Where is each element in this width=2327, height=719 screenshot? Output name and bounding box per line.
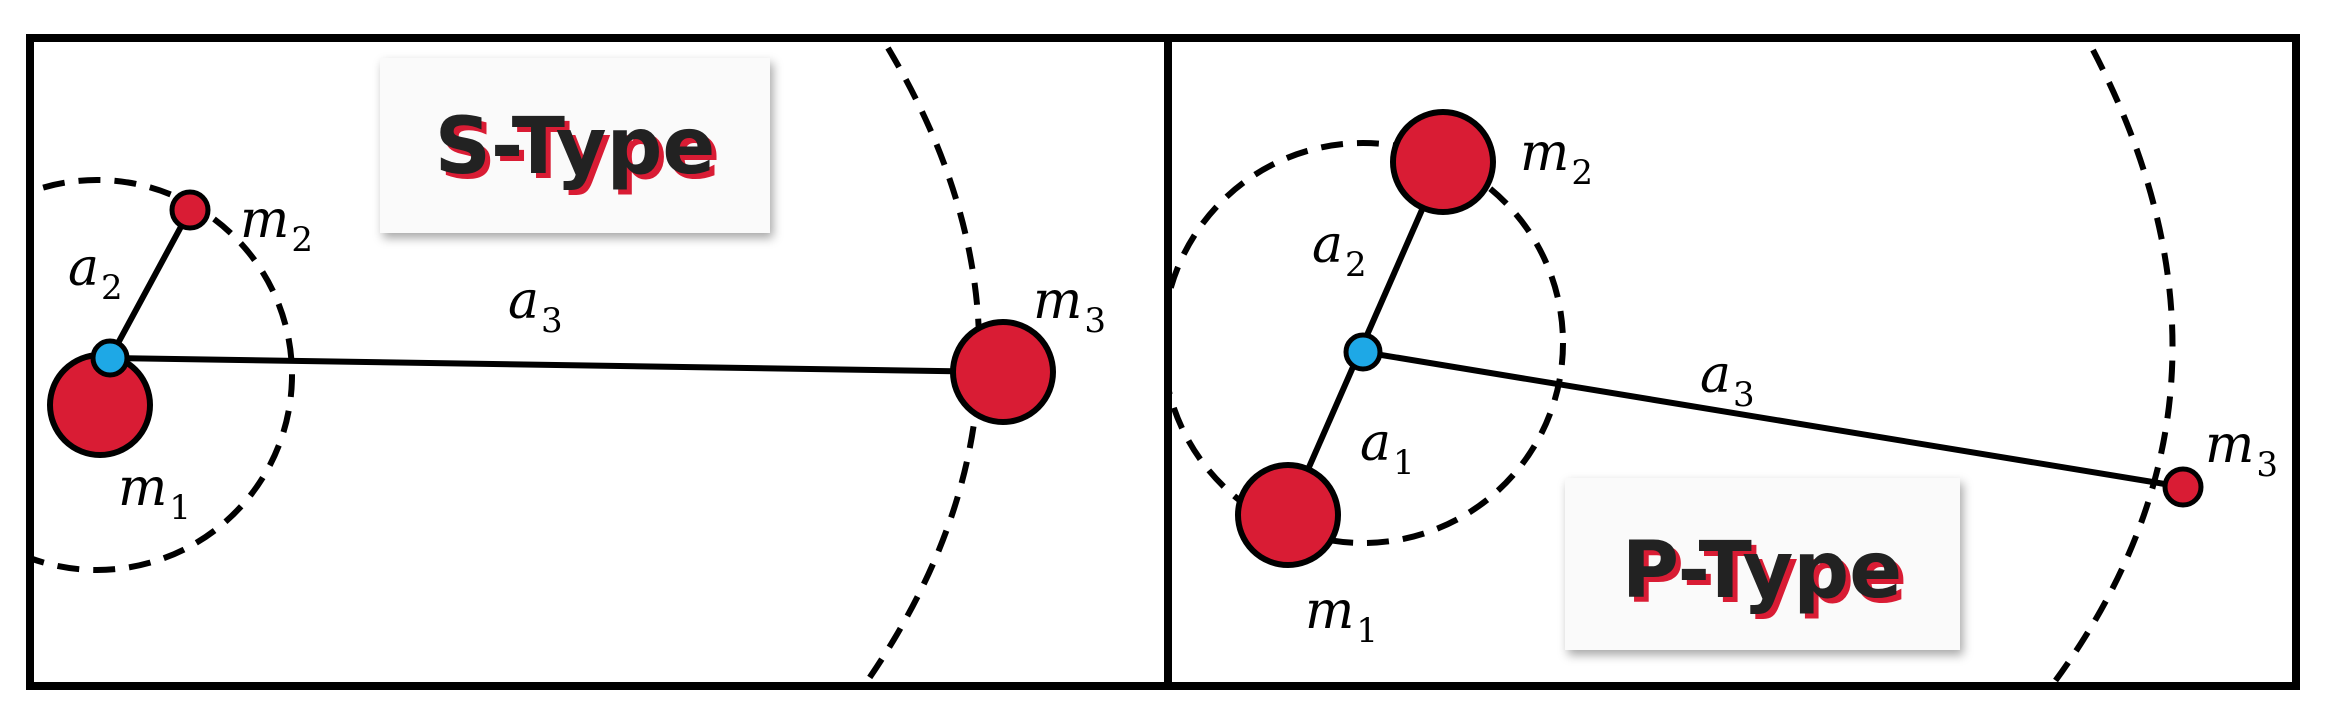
- label-a2-p: a2: [1312, 215, 1367, 285]
- label-m1-s: m1: [118, 458, 191, 528]
- panel-title-p: P-Type: [1622, 526, 1902, 616]
- label-m2-s: m2: [240, 190, 313, 260]
- mass-m2-s: [169, 189, 211, 231]
- separation-line-a2-s: [107, 208, 193, 360]
- label-a2-s: a2: [68, 238, 123, 308]
- title-shadow-s: S-Type: [440, 107, 721, 197]
- title-box-s: S-Type S-Type: [380, 58, 770, 233]
- mass-m3-p: [2162, 466, 2204, 508]
- s-type-panel: m1 m2 m3 a2 a3 S-Type S-Type: [30, 46, 1106, 682]
- barycenter-s: [90, 338, 130, 378]
- p-type-panel: m1 m2 m3 a1 a2 a3 P-Type P-Type: [1168, 48, 2278, 686]
- label-a3-p: a3: [1700, 345, 1755, 415]
- outer-frame: [26, 34, 2300, 690]
- label-m1-p: m1: [1305, 581, 1378, 651]
- barycenter-p: [1343, 332, 1383, 372]
- panel-title-s: S-Type: [435, 102, 716, 192]
- mass-m3-s: [950, 319, 1056, 425]
- label-m2-p: m2: [1520, 123, 1593, 193]
- label-m3-s: m3: [1033, 271, 1106, 341]
- label-a3-s: a3: [508, 271, 563, 341]
- inner-orbit-s: [30, 177, 295, 573]
- outer-orbit-p: [2050, 48, 2176, 686]
- title-box-p: P-Type P-Type: [1565, 478, 1960, 650]
- mass-m1-p: [1235, 462, 1341, 568]
- mass-m2-p: [1390, 109, 1496, 215]
- title-shadow-p: P-Type: [1627, 531, 1907, 621]
- separation-line-a3-p: [1362, 349, 2184, 490]
- inner-orbit-p: [1168, 140, 1566, 546]
- label-a1-p: a1: [1360, 413, 1415, 483]
- separation-line-a3-s: [109, 355, 1004, 375]
- label-m3-p: m3: [2205, 415, 2278, 485]
